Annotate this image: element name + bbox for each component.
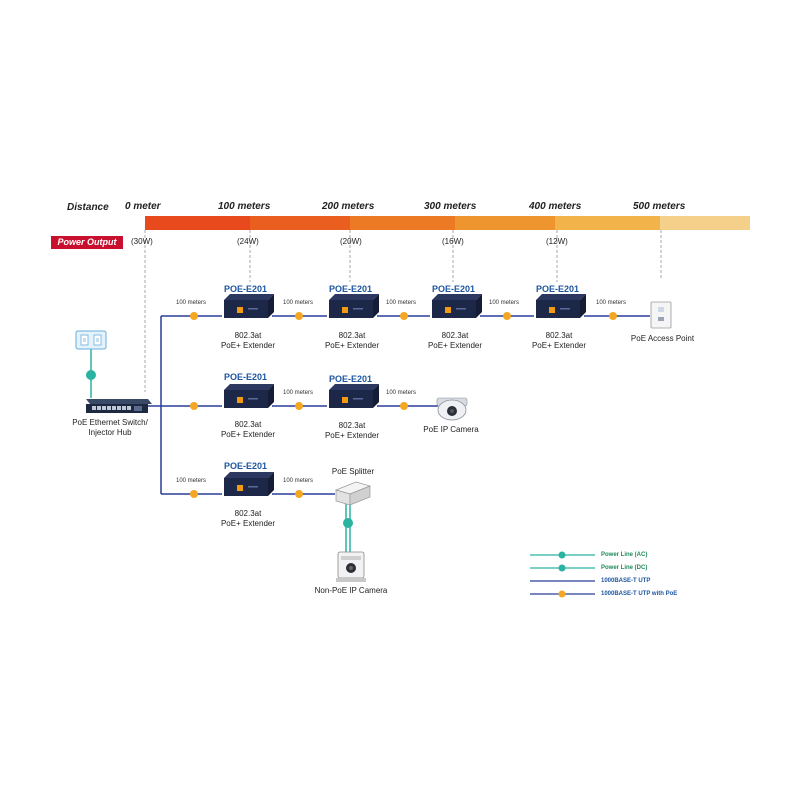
- poe-dot-icon: [400, 402, 408, 410]
- distance-bar-segment-2: [250, 216, 350, 230]
- distance-bar-segment-6: [660, 216, 750, 230]
- extender-desc: PoE+ Extender: [324, 431, 380, 440]
- distance-bar-segment-5: [555, 216, 660, 230]
- switch-label-line1: PoE Ethernet Switch/: [72, 418, 148, 427]
- segment-label: 100 meters: [283, 300, 314, 306]
- power-watt: (12W): [546, 237, 568, 246]
- extender-icon: [329, 294, 379, 318]
- legend-label: 1000BASE-T UTP with PoE: [601, 591, 678, 597]
- poe-dot-icon: [400, 312, 408, 320]
- extender-model: 802.3at: [545, 331, 573, 340]
- legend-label: 1000BASE-T UTP: [601, 578, 651, 584]
- ac-badge: [86, 370, 96, 380]
- poe-dot-icon: [295, 402, 303, 410]
- extender-title: POE-E201: [329, 284, 373, 294]
- distance-bar-segment-4: [455, 216, 555, 230]
- power-watt: (20W): [340, 237, 362, 246]
- distance-bar: [145, 216, 750, 230]
- extender-model: 802.3at: [234, 509, 262, 518]
- distance-guides: [144, 230, 662, 392]
- extender-desc: PoE+ Extender: [220, 430, 276, 439]
- segment-label: 100 meters: [386, 390, 417, 396]
- poe-dot-icon: [190, 312, 198, 320]
- extender-icon: [224, 384, 274, 408]
- distance-label: Distance: [67, 202, 109, 213]
- poe-dot-icon: [190, 402, 198, 410]
- extender-icon: [224, 472, 274, 496]
- extender-desc: PoE+ Extender: [220, 519, 276, 528]
- extender-title: POE-E201: [329, 374, 373, 384]
- access-point-label: PoE Access Point: [630, 334, 695, 343]
- ip-camera-label: PoE IP Camera: [423, 425, 479, 434]
- extender-model: 802.3at: [338, 421, 366, 430]
- power-output-label: Power Output: [51, 236, 123, 249]
- legend-label: Power Line (DC): [601, 565, 648, 571]
- poe-dot-icon: [295, 490, 303, 498]
- extender-model: 802.3at: [234, 420, 262, 429]
- splitter-label: PoE Splitter: [331, 467, 375, 476]
- extender-title: POE-E201: [536, 284, 580, 294]
- poe-dot-icon: [295, 312, 303, 320]
- distance-mark: 500 meters: [633, 201, 686, 212]
- extender-model: 802.3at: [234, 331, 262, 340]
- legend-graphics: [530, 551, 595, 598]
- segment-label: 100 meters: [489, 300, 520, 306]
- extender-desc: PoE+ Extender: [427, 341, 483, 350]
- distance-bar-segment-3: [350, 216, 455, 230]
- splitter-icon: [334, 481, 372, 506]
- dome-camera-icon: [436, 397, 468, 421]
- extender-icon: [329, 384, 379, 408]
- power-watt: (24W): [237, 237, 259, 246]
- dc-badge: [343, 518, 353, 528]
- extender-icon: [536, 294, 586, 318]
- extender-desc: PoE+ Extender: [324, 341, 380, 350]
- segment-label: 100 meters: [386, 300, 417, 306]
- distance-mark: 0 meter: [125, 201, 161, 212]
- extender-desc: PoE+ Extender: [220, 341, 276, 350]
- poe-switch-icon: [86, 399, 152, 413]
- extender-title: POE-E201: [224, 284, 268, 294]
- poe-dot-icon: [190, 490, 198, 498]
- box-camera-icon: [336, 551, 366, 582]
- extender-title: POE-E201: [224, 461, 268, 471]
- segment-label: 100 meters: [283, 478, 314, 484]
- poe-dot-icon: [503, 312, 511, 320]
- distance-bar-segment-1: [145, 216, 250, 230]
- power-watt: (16W): [442, 237, 464, 246]
- segment-label: 100 meters: [176, 300, 207, 306]
- extender-model: 802.3at: [441, 331, 469, 340]
- distance-mark: 300 meters: [424, 201, 477, 212]
- distance-mark: 200 meters: [322, 201, 375, 212]
- poe-markers: [190, 312, 617, 498]
- extender-title: POE-E201: [432, 284, 476, 294]
- distance-mark: 400 meters: [529, 201, 582, 212]
- segment-label: 100 meters: [283, 390, 314, 396]
- poe-dot-icon: [609, 312, 617, 320]
- extender-title: POE-E201: [224, 372, 268, 382]
- segment-label: 100 meters: [176, 478, 207, 484]
- extender-icon: [224, 294, 274, 318]
- nonpoe-camera-label: Non-PoE IP Camera: [314, 586, 388, 595]
- power-watt: (30W): [131, 237, 153, 246]
- switch-label-line2: Injector Hub: [88, 428, 132, 437]
- extender-desc: PoE+ Extender: [531, 341, 587, 350]
- power-outlet-icon: [75, 330, 107, 350]
- extender-icon: [432, 294, 482, 318]
- segment-label: 100 meters: [596, 300, 627, 306]
- access-point-icon: [650, 301, 672, 329]
- extender-model: 802.3at: [338, 331, 366, 340]
- legend-label: Power Line (AC): [601, 552, 648, 558]
- distance-mark: 100 meters: [218, 201, 271, 212]
